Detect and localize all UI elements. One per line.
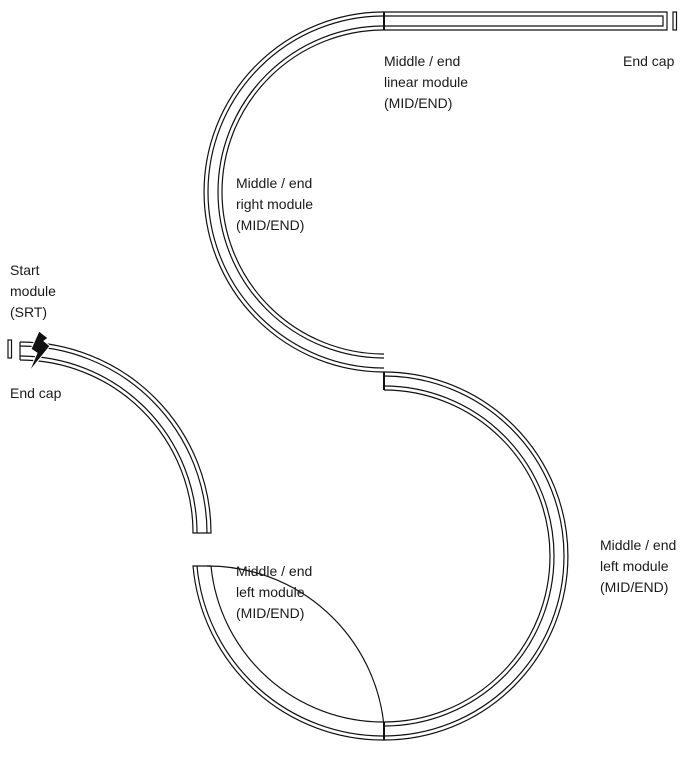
left-side-label-line1: Middle / end (600, 537, 677, 553)
linear-label-line1: Middle / end (384, 53, 461, 69)
left-bottom-label-line3: (MID/END) (236, 605, 305, 621)
start-label-line1: Start (10, 262, 40, 278)
right-label-line2: right module (236, 196, 314, 212)
left-bottom-label-line1: Middle / end (236, 563, 313, 579)
end-cap-left-label: End cap (10, 383, 61, 404)
left-bottom-label-line2: left module (236, 584, 305, 600)
left-side-label-line2: left module (600, 558, 669, 574)
linear-module-label: Middle / end linear module (MID/END) (384, 51, 468, 114)
start-module-label: Start module (SRT) (10, 260, 56, 323)
linear-label-line3: (MID/END) (384, 95, 453, 111)
lightning-bolt-icon (28, 330, 51, 373)
linear-label-line2: linear module (384, 74, 469, 90)
start-label-line2: module (10, 283, 56, 299)
linear-module-track (384, 11, 668, 31)
end-cap-left-text: End cap (10, 385, 62, 401)
left-module-bottom-track (192, 565, 385, 741)
end-cap-right-text: End cap (623, 53, 675, 69)
right-label-line1: Middle / end (236, 175, 313, 191)
right-module-label: Middle / end right module (MID/END) (236, 173, 313, 236)
right-label-line3: (MID/END) (236, 217, 305, 233)
start-module-track (19, 341, 212, 534)
end-cap-right (672, 11, 678, 31)
right-module-track (203, 11, 385, 373)
left-module-side-label: Middle / end left module (MID/END) (600, 535, 676, 598)
left-module-right-side-track (383, 371, 569, 741)
left-side-label-line3: (MID/END) (600, 579, 669, 595)
end-cap-left (7, 339, 13, 359)
end-cap-right-label: End cap (623, 51, 674, 72)
start-label-line3: (SRT) (10, 304, 48, 320)
left-module-bottom-label: Middle / end left module (MID/END) (236, 561, 312, 624)
